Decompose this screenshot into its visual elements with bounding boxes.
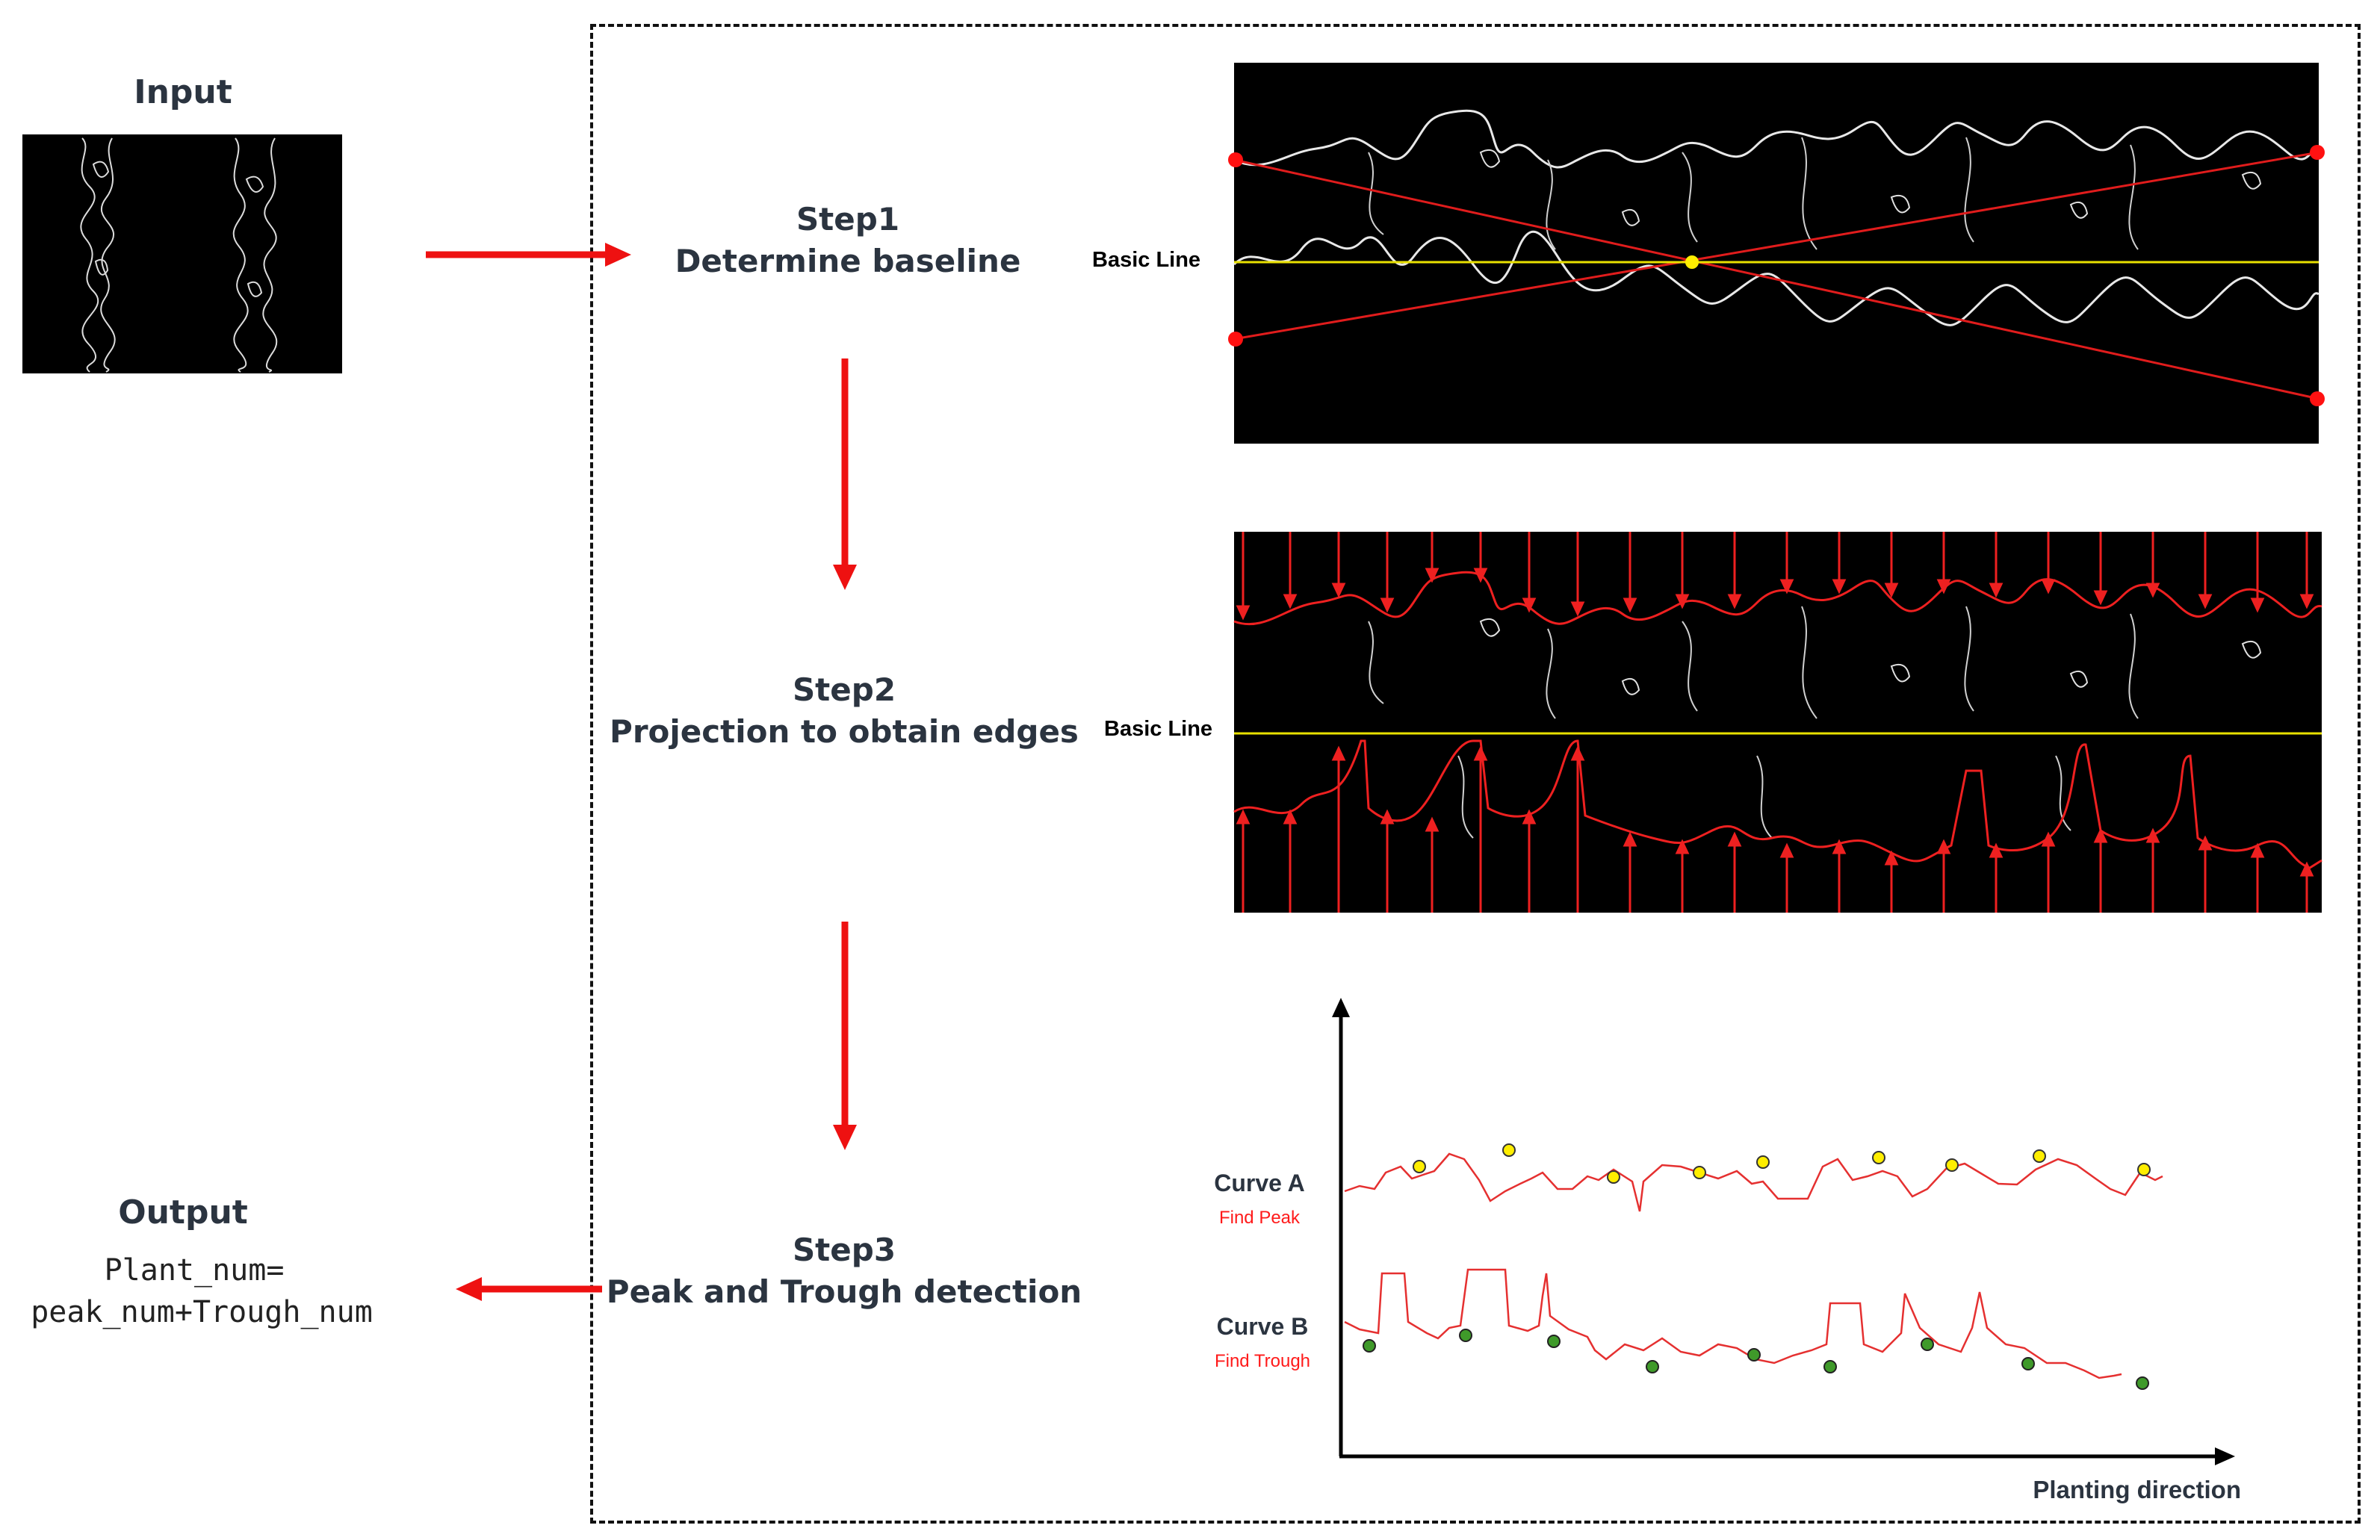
curve-b-label: Curve B	[1216, 1313, 1309, 1340]
output-label: Output	[118, 1193, 248, 1232]
curve-b-legend: Curve B Find Trough	[1188, 1313, 1337, 1372]
step2-line1: Step2	[792, 671, 896, 708]
step1-title: Step1 Determine baseline	[642, 199, 1053, 282]
process-box	[590, 24, 2361, 1524]
arrow-step1-to-step2	[833, 358, 857, 590]
peak-marker	[1693, 1166, 1706, 1179]
trough-marker	[2136, 1376, 2149, 1390]
projection-panel-svg	[1233, 532, 2322, 913]
input-contours	[80, 137, 278, 373]
trough-marker	[1459, 1329, 1472, 1342]
step3-title: Step3 Peak and Trough detection	[598, 1229, 1091, 1313]
baseline-label-1: Basic Line	[1092, 248, 1201, 272]
peak-markers	[1413, 1143, 2151, 1184]
curve-a-sublabel: Find Peak	[1218, 1208, 1301, 1228]
curve-plot	[1332, 998, 2235, 1465]
peak-marker	[1945, 1158, 1959, 1172]
step2-line2: Projection to obtain edges	[610, 713, 1079, 750]
trough-marker	[1547, 1335, 1561, 1348]
arrow-input-to-step1	[426, 243, 631, 267]
baseline-panel	[1228, 63, 2325, 444]
curve-a-legend: Curve A Find Peak	[1192, 1170, 1327, 1229]
input-image	[22, 134, 342, 373]
input-label: Input	[134, 73, 232, 111]
arrow-step3-to-output	[456, 1277, 602, 1301]
peak-marker	[1413, 1160, 1426, 1173]
trough-marker	[1363, 1339, 1376, 1353]
peak-marker	[1502, 1143, 1516, 1157]
step1-line2: Determine baseline	[675, 243, 1021, 279]
arrow-step2-to-step3	[833, 922, 857, 1150]
trough-marker	[1921, 1338, 1934, 1351]
trough-markers	[1363, 1329, 2149, 1390]
baseline-label-2: Basic Line	[1104, 717, 1213, 741]
output-formula-line1: Plant_num=	[104, 1253, 285, 1288]
step3-line1: Step3	[792, 1232, 896, 1268]
step2-title: Step2 Projection to obtain edges	[598, 669, 1091, 753]
baseline-panel-svg	[1228, 109, 2325, 406]
projection-panel	[1233, 532, 2322, 913]
curve-b-sublabel: Find Trough	[1214, 1351, 1311, 1371]
curve-a-line	[1344, 1152, 2163, 1212]
trough-marker	[1823, 1360, 1837, 1373]
peak-marker	[2033, 1149, 2046, 1163]
step3-line2: Peak and Trough detection	[606, 1273, 1082, 1310]
peak-marker	[1756, 1155, 1770, 1169]
y-axis	[1332, 998, 1350, 1456]
trough-marker	[2021, 1357, 2035, 1370]
output-formula-line2: peak_num+Trough_num	[31, 1295, 373, 1329]
peak-marker	[1872, 1151, 1885, 1164]
curve-b-line	[1344, 1268, 2122, 1379]
trough-marker	[1747, 1348, 1761, 1362]
peak-marker	[1607, 1170, 1620, 1184]
x-axis	[1339, 1447, 2235, 1465]
trough-marker	[1646, 1360, 1659, 1373]
peak-marker	[2137, 1163, 2151, 1176]
step1-line1: Step1	[796, 201, 900, 237]
curve-a-label: Curve A	[1214, 1170, 1305, 1196]
x-axis-label: Planting direction	[2033, 1476, 2241, 1503]
